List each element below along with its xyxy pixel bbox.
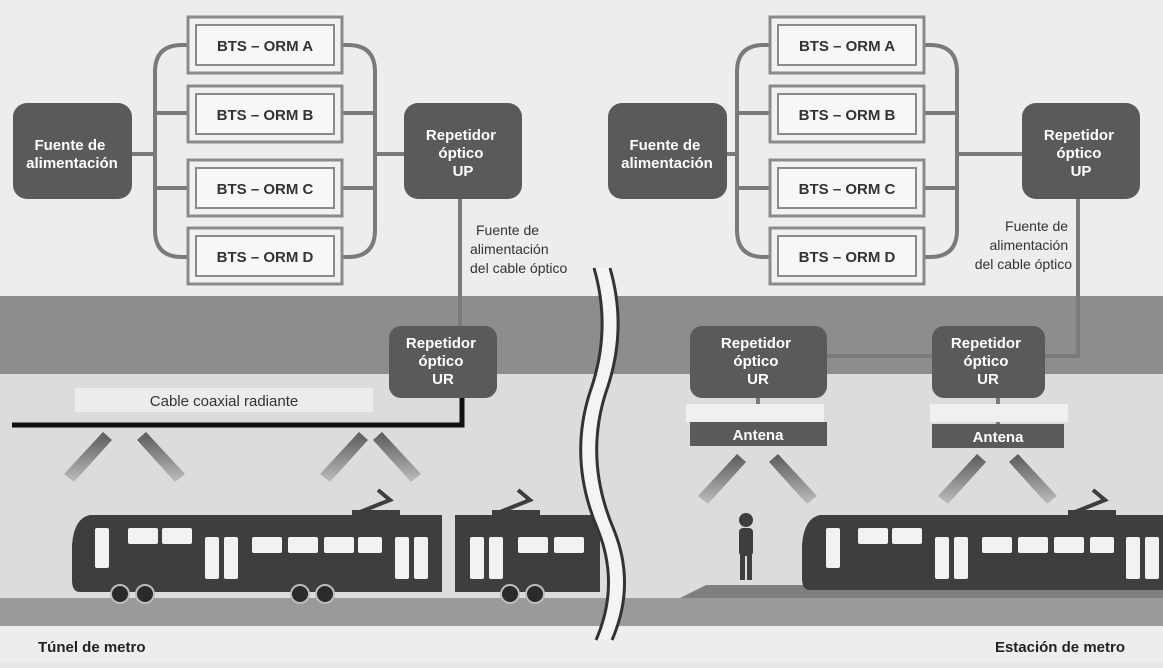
svg-text:BTS – ORM C: BTS – ORM C xyxy=(799,181,896,198)
left-cable-power-label: Fuente de alimentación del cable óptico xyxy=(470,222,568,276)
left-bts-connector-lines xyxy=(132,43,462,326)
left-tunnel-system: Fuente de alimentación BTS – ORM A BTS –… xyxy=(12,15,568,482)
right-bts-c: BTS – ORM C xyxy=(768,158,926,218)
right-repeater-ur-1-label: Repetidor óptico UR xyxy=(721,335,795,388)
left-repeater-up-label: Repetidor óptico UP xyxy=(426,127,500,180)
antenna-1-label: Antena xyxy=(733,427,784,444)
right-repeater-ur-1-box xyxy=(690,326,827,398)
svg-text:BTS – ORM A: BTS – ORM A xyxy=(799,38,895,55)
svg-text:BTS – ORM C: BTS – ORM C xyxy=(217,181,314,198)
left-bts-b: BTS – ORM B xyxy=(186,84,344,144)
left-radio-beams xyxy=(64,432,421,482)
caption-strip xyxy=(0,626,1163,663)
left-repeater-ur-box xyxy=(389,326,497,398)
right-repeater-up-label: Repetidor óptico UP xyxy=(1044,127,1118,180)
left-repeater-ur-label: Repetidor óptico UR xyxy=(406,335,480,388)
antenna-1-box xyxy=(690,422,827,446)
track-bed xyxy=(0,598,1163,626)
right-radio-beams xyxy=(698,454,1057,504)
tunnel-train xyxy=(72,488,600,604)
svg-text:BTS – ORM B: BTS – ORM B xyxy=(799,107,896,124)
left-power-source-box xyxy=(13,103,132,199)
right-bts-connector-lines xyxy=(727,43,1080,424)
tunnel-caption: Túnel de metro xyxy=(38,639,146,656)
left-bts-c: BTS – ORM C xyxy=(186,158,344,218)
right-bts-b: BTS – ORM B xyxy=(768,84,926,144)
left-power-source-label: Fuente de alimentación xyxy=(26,137,118,172)
antenna-2-box xyxy=(932,424,1064,448)
right-station-system: Fuente de alimentación BTS – ORM A BTS –… xyxy=(608,15,1140,580)
left-bts-d: BTS – ORM D xyxy=(186,226,344,286)
svg-text:BTS – ORM D: BTS – ORM D xyxy=(799,249,896,266)
passenger-figure xyxy=(739,513,753,580)
left-bts-a: BTS – ORM A xyxy=(186,15,344,75)
antenna-2-label: Antena xyxy=(973,429,1024,446)
coax-label-box xyxy=(75,388,373,412)
right-station-ceiling-strip-2 xyxy=(930,404,1068,422)
right-repeater-up-box xyxy=(1022,103,1140,199)
station-caption: Estación de metro xyxy=(995,639,1125,656)
right-power-source-box xyxy=(608,103,727,199)
right-cable-power-label: Fuente de alimentación del cable óptico xyxy=(975,218,1073,272)
right-repeater-ur-2-box xyxy=(932,326,1045,398)
right-bts-d: BTS – ORM D xyxy=(768,226,926,286)
station-train xyxy=(802,488,1163,590)
svg-text:BTS – ORM D: BTS – ORM D xyxy=(217,249,314,266)
right-bts-a: BTS – ORM A xyxy=(768,15,926,75)
right-repeater-ur-2-label: Repetidor óptico UR xyxy=(951,335,1025,388)
svg-text:BTS – ORM A: BTS – ORM A xyxy=(217,38,313,55)
right-station-ceiling-strip-1 xyxy=(686,404,824,422)
section-break-mark xyxy=(579,267,626,641)
left-repeater-up-box xyxy=(404,103,522,199)
svg-text:BTS – ORM B: BTS – ORM B xyxy=(217,107,314,124)
radiating-coax-cable xyxy=(12,398,465,428)
coax-label: Cable coaxial radiante xyxy=(150,393,298,410)
right-power-source-label: Fuente de alimentación xyxy=(621,137,713,172)
